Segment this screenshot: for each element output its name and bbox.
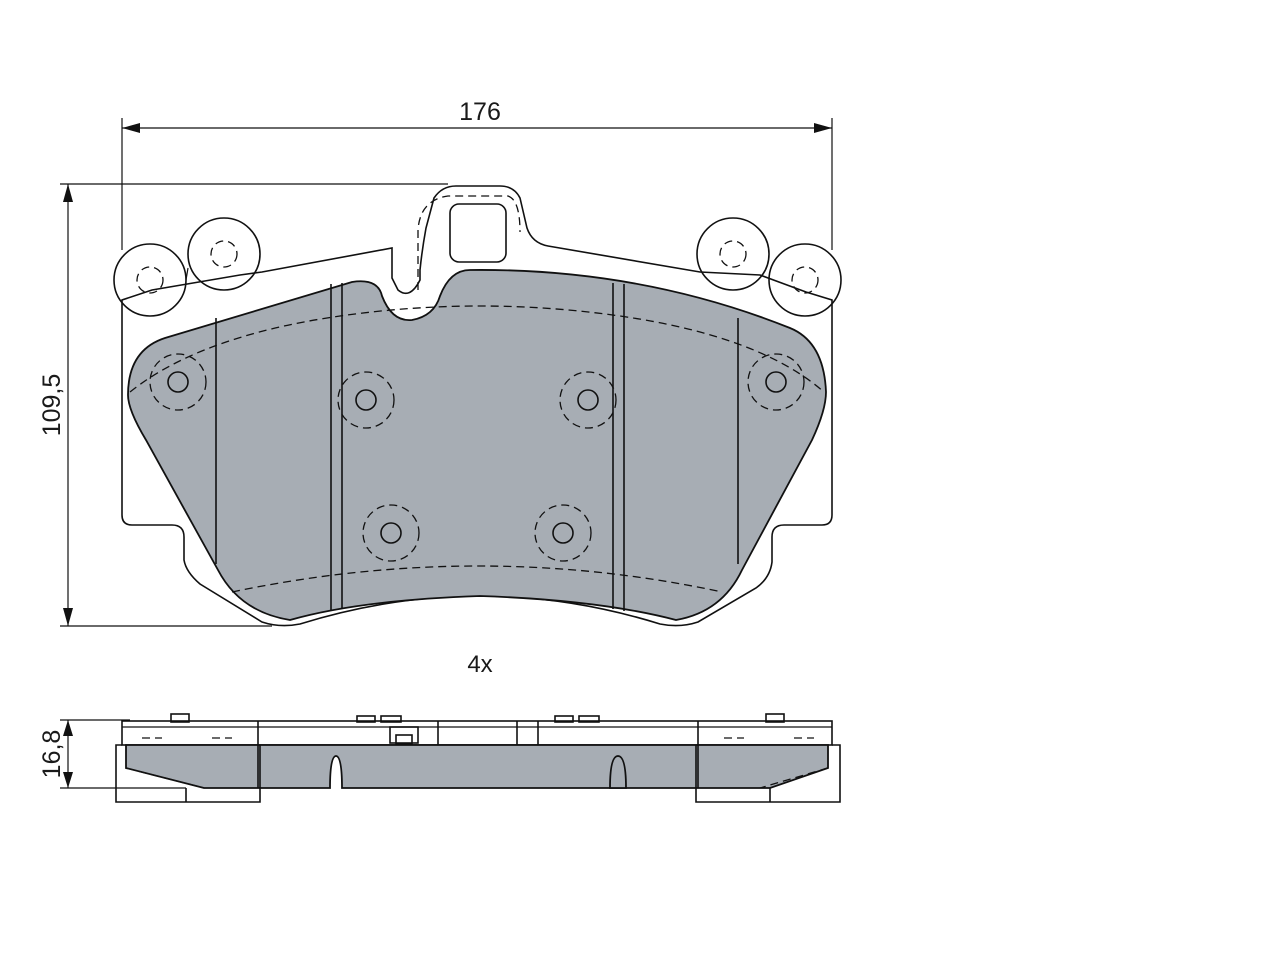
friction-pad [127,269,827,621]
rivets [149,353,805,562]
backing-plate [121,185,833,627]
thickness-dimension: 16,8 [38,719,186,789]
rivet-3 [559,371,617,429]
center-tab [417,195,521,290]
thickness-value: 16,8 [38,730,66,779]
quantity-label: 4x [467,651,492,678]
rivet-4 [747,353,805,411]
side-view [115,713,841,803]
left-mounting-ears [113,217,261,317]
rivet-6 [534,504,592,562]
height-value: 109,5 [38,374,66,437]
width-value: 176 [459,98,501,126]
rivet-5 [362,504,420,562]
rivet-2 [337,371,395,429]
right-mounting-ears [696,217,842,317]
height-dimension: 109,5 [38,183,448,627]
width-dimension: 176 [121,98,833,250]
rivet-1 [149,353,207,411]
